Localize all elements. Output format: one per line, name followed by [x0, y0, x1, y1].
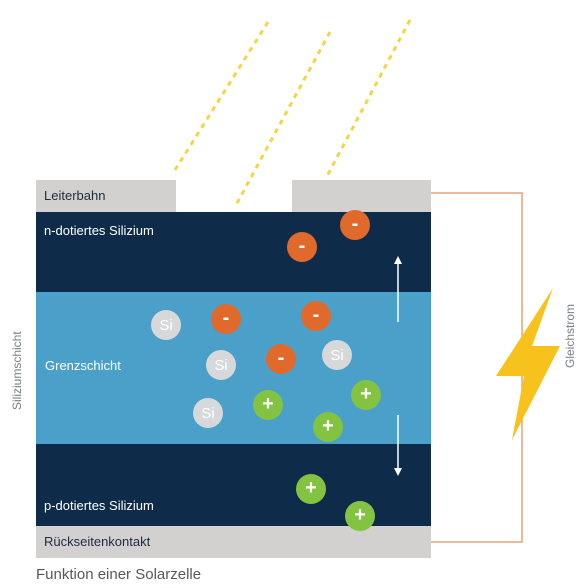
hole: +	[296, 474, 326, 504]
hole: +	[351, 380, 381, 410]
silicon-atom: Si	[206, 350, 236, 380]
leiterbahn-label: Leiterbahn	[44, 188, 106, 203]
electron: -	[301, 301, 331, 331]
hole: +	[253, 390, 283, 420]
electron: -	[340, 210, 370, 240]
p-layer-label: p-dotiertes Silizium	[44, 498, 154, 513]
silicon-atom: Si	[322, 340, 352, 370]
sun-ray-3	[324, 19, 412, 179]
siliziumschicht-label: Siliziumschicht	[10, 331, 24, 410]
rueckseitenkontakt-label: Rückseitenkontakt	[44, 534, 151, 549]
n-layer-label: n-dotiertes Silizium	[44, 223, 154, 238]
rueckseitenkontakt: Rückseitenkontakt	[36, 526, 431, 558]
leiterbahn-left: Leiterbahn	[36, 180, 176, 212]
hole: +	[345, 501, 375, 531]
silicon-atom: Si	[193, 398, 223, 428]
hole: +	[313, 412, 343, 442]
electron: -	[211, 304, 241, 334]
junction-label: Grenzschicht	[45, 358, 121, 373]
sun-ray-1	[173, 21, 270, 171]
silicon-atom: Si	[151, 310, 181, 340]
electron: -	[266, 344, 296, 374]
leiterbahn-right	[292, 180, 431, 212]
caption: Funktion einer Solarzelle	[36, 566, 202, 583]
gleichstrom-label: Gleichstrom	[563, 303, 577, 368]
electron: -	[287, 232, 317, 262]
